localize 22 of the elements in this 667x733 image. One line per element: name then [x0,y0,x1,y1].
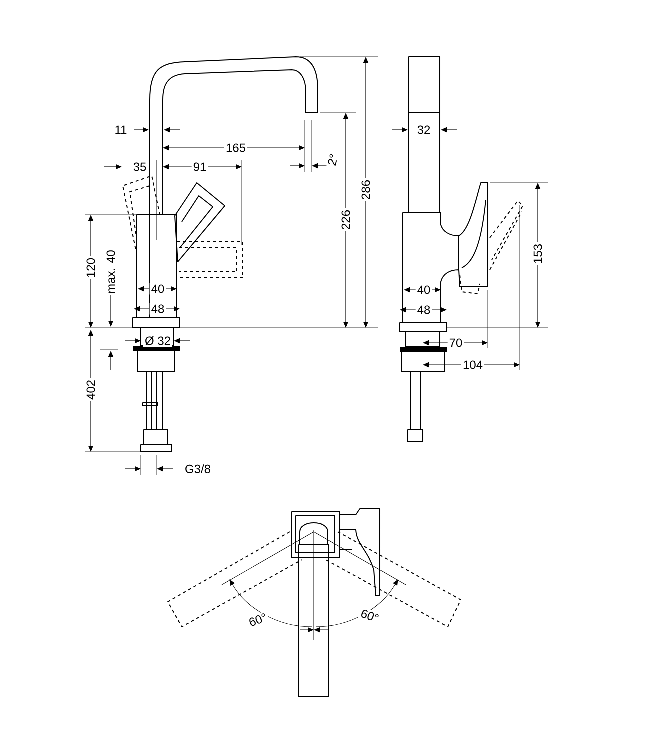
dimension-label: 165 [224,142,248,154]
dimension-label: 48 [150,303,166,315]
dimension-label: G3/8 [184,463,212,475]
dimension-label: 35 [132,161,148,173]
dimension-label: 60° [358,606,382,626]
dimension-label: 70 [448,337,464,349]
dimension-label: 40 [416,284,432,296]
dimension-label: 286 [360,178,372,202]
dimension-label: 32 [416,124,432,136]
dimension-label: 11 [113,124,129,136]
dimension-label: 120 [85,256,97,280]
dimension-label: 153 [532,242,544,266]
dimension-label: 226 [340,208,352,232]
dimension-label: 91 [192,161,208,173]
dimension-label: 48 [416,304,432,316]
dimension-label: 402 [85,378,97,402]
dimension-label: max. 40 [105,248,117,296]
dimension-label: 104 [462,359,485,371]
dimension-label: 2° [326,152,340,168]
dimension-label: 60° [246,611,270,630]
dimension-label: Ø 32 [144,335,172,347]
dimension-label: 40 [150,283,166,295]
